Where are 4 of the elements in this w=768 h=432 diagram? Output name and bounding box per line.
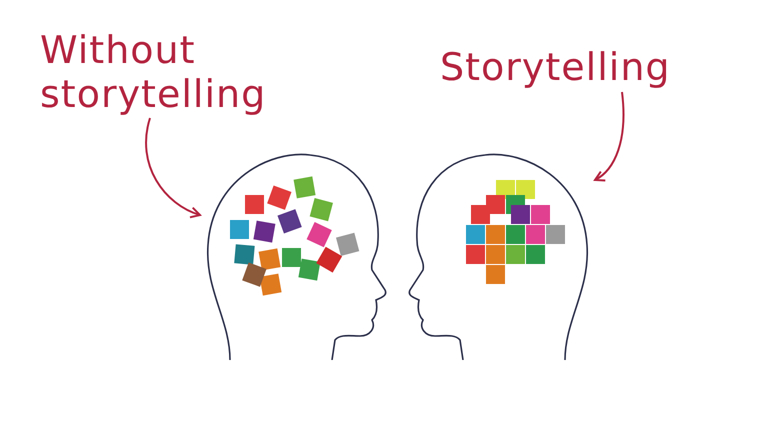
arrow	[594, 92, 624, 181]
handwritten-label: Without storytelling	[40, 28, 320, 116]
arrow	[145, 118, 201, 218]
handwritten-label: Storytelling	[440, 45, 740, 89]
